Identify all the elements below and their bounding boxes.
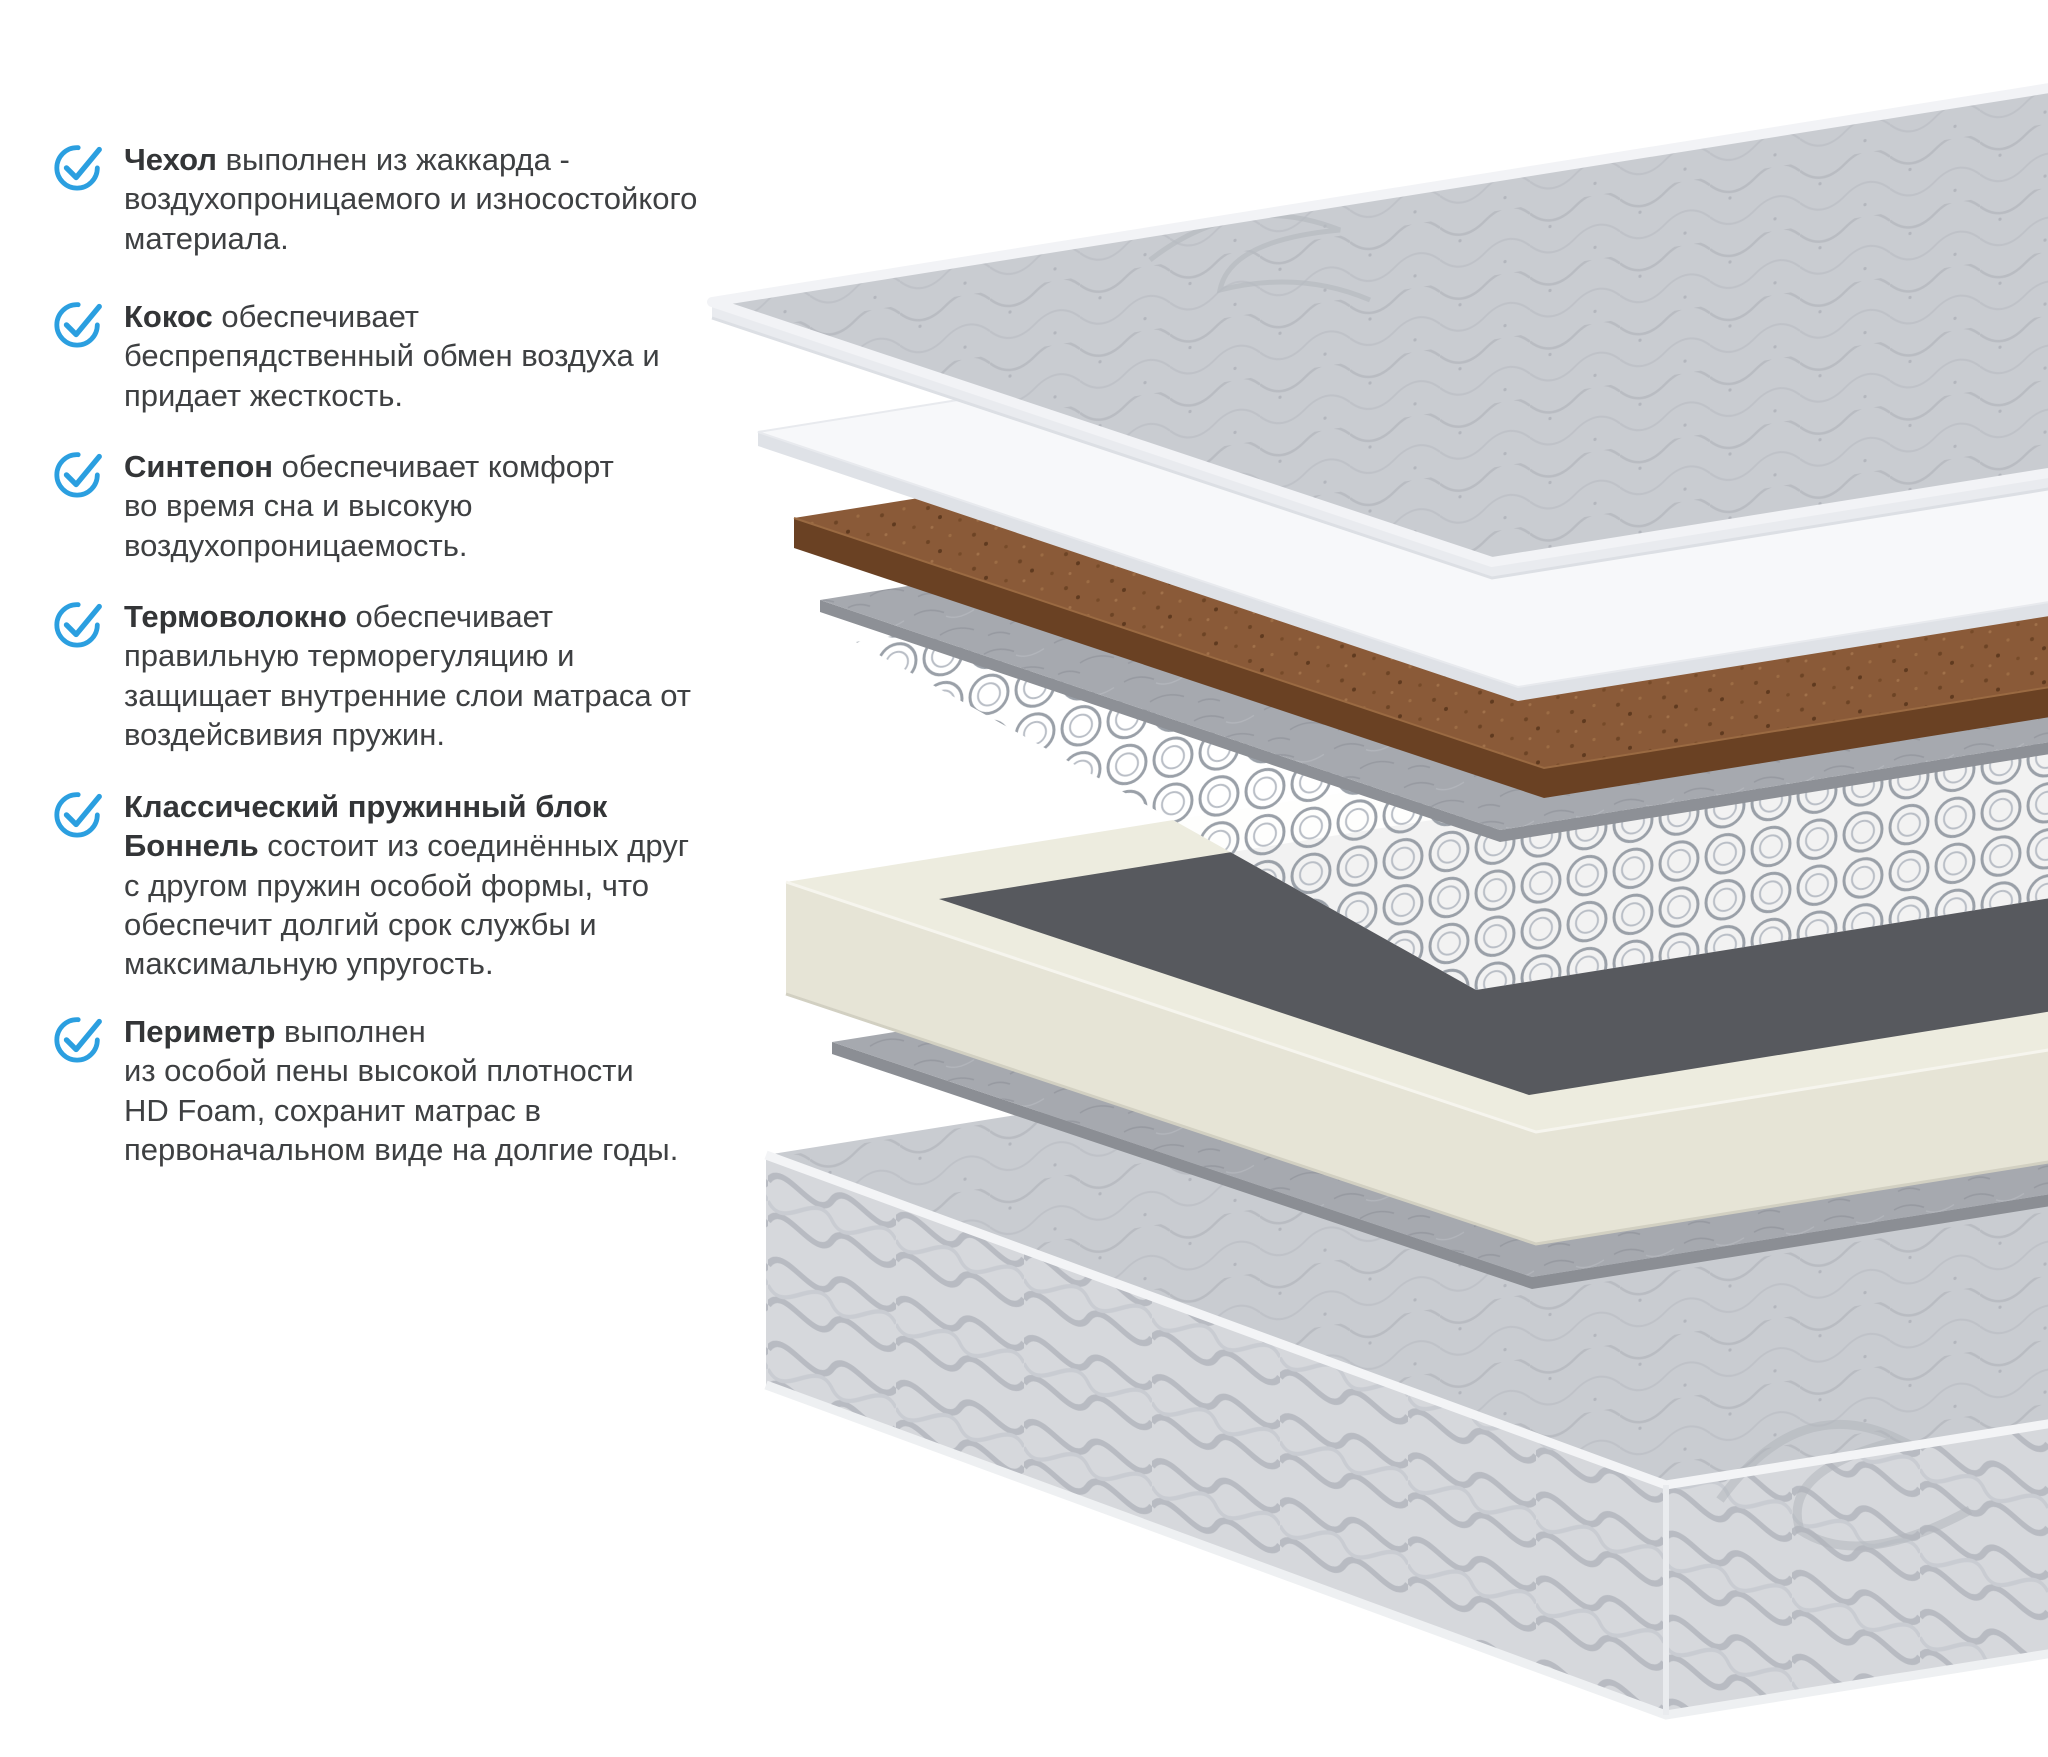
- check-icon: [54, 145, 102, 191]
- feature-item-coconut: Кокос обеспечивает беспрепядственный обм…: [52, 295, 732, 415]
- feature-term: Кокос: [124, 299, 213, 334]
- check-icon: [54, 602, 102, 648]
- check-icon: [54, 792, 102, 838]
- feature-text: Термоволокно обеспечивает правильную тер…: [124, 597, 691, 754]
- feature-list: Чехол выполнен из жаккарда - воздухопрон…: [0, 0, 760, 1757]
- feature-item-thermofiber: Термоволокно обеспечивает правильную тер…: [52, 595, 732, 754]
- feature-description: выполнен из жаккарда - воздухопроницаемо…: [124, 142, 698, 256]
- feature-term: Синтепон: [124, 449, 273, 484]
- feature-text: Классический пружинный блок Боннель сост…: [124, 787, 689, 984]
- feature-term: Термоволокно: [124, 599, 347, 634]
- feature-text: Кокос обеспечивает беспрепядственный обм…: [124, 297, 660, 415]
- feature-description: выполнен из особой пены высокой плотност…: [124, 1014, 679, 1168]
- feature-item-springs: Классический пружинный блок Боннель сост…: [52, 785, 732, 984]
- feature-text: Синтепон обеспечивает комфорт во время с…: [124, 447, 614, 565]
- feature-term: Чехол: [124, 142, 217, 177]
- check-icon: [54, 1017, 102, 1063]
- feature-item-sintepon: Синтепон обеспечивает комфорт во время с…: [52, 445, 732, 565]
- fabric-watermark: [1716, 1419, 1973, 1551]
- feature-text: Чехол выполнен из жаккарда - воздухопрон…: [124, 140, 697, 258]
- feature-term: Классический пружинный блок Боннель: [124, 789, 608, 864]
- check-icon: [54, 302, 102, 348]
- feature-description: обеспечивает беспрепядственный обмен воз…: [124, 299, 660, 413]
- feature-item-perimeter: Периметр выполнен из особой пены высокой…: [52, 1010, 732, 1169]
- feature-description: обеспечивает правильную терморегуляцию и…: [124, 599, 691, 753]
- feature-description: состоит из соединённых друг с другом пру…: [124, 828, 690, 982]
- feature-term: Периметр: [124, 1014, 276, 1049]
- check-icon: [54, 452, 102, 498]
- feature-text: Периметр выполнен из особой пены высокой…: [124, 1012, 678, 1169]
- feature-description: обеспечивает комфорт во время сна и высо…: [124, 449, 614, 563]
- layer-cover: [707, 83, 2048, 580]
- feature-item-cover: Чехол выполнен из жаккарда - воздухопрон…: [52, 138, 732, 258]
